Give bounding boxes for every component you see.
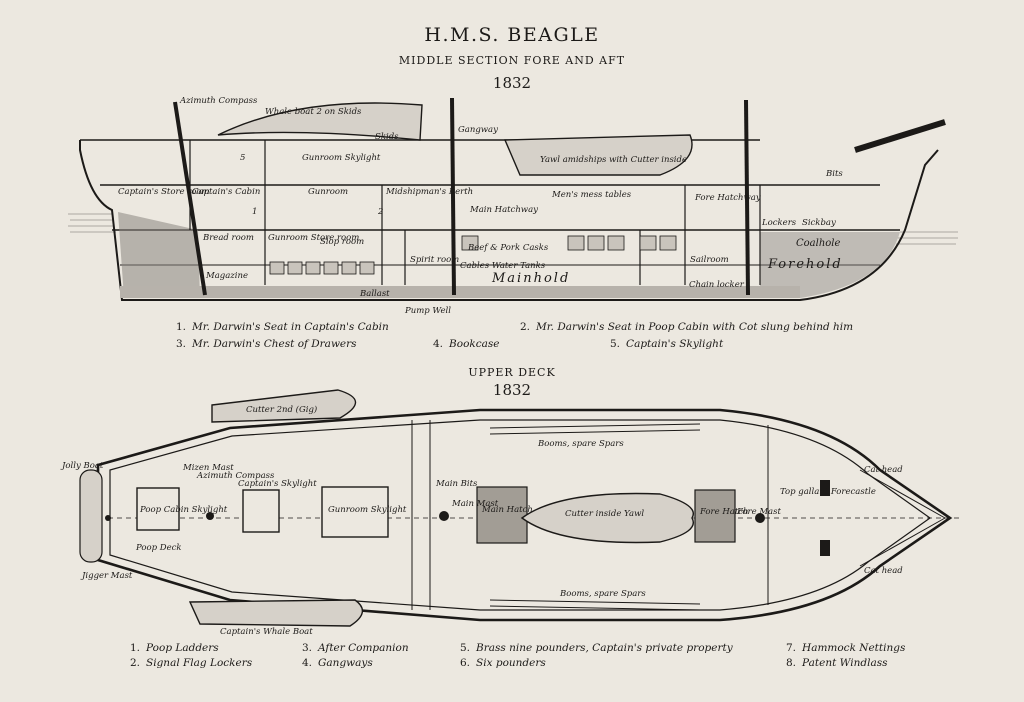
gunroom-skylight-box [321,486,389,538]
booms [489,423,701,611]
label-coalhole: Coalhole [796,238,840,249]
label-lockers: Lockers [761,218,797,228]
deck-label-main-hatch: Main Hatch [481,505,533,515]
deck-label-main-bits: Main Bits [435,479,478,489]
page-title: H.M.S. BEAGLE [424,24,600,46]
yawl-side [503,134,693,176]
legend-section-item-5: 5.Captain's Skylight [610,338,724,350]
deck-label-booms-top: Booms, spare Spars [537,439,624,449]
legend-deck-item-3: 3.After Companion [302,642,409,654]
label-ballast: Ballast [359,289,390,299]
label-fore-hatchway: Fore Hatchway [694,193,761,203]
deck-label-mizen-mast: Mizen Mast [182,463,234,473]
deck-label-fore-mast: Fore Mast [736,507,781,517]
whale-boat-side [217,102,423,141]
label-num2: 2 [377,207,383,217]
label-captains-store-room: Captain's Store room [118,187,210,197]
deck-label-jigger-mast: Jigger Mast [80,571,133,581]
legend-deck-item-6: 6.Six pounders [460,657,546,669]
label-mainhold: Mainhold [491,271,570,286]
poop-skylight [136,487,180,531]
deck-label-poop-cabin-skylight: Poop Cabin Skylight [139,505,228,515]
fore-hatch-box [694,489,736,543]
legend-deck-item-4: 4.Gangways [302,657,373,669]
label-forehold: Forehold [767,257,843,272]
label-gunroom-store-room: Gunroom Store room [268,233,359,243]
legend-deck-item-5: 5.Brass nine pounders, Captain's private… [460,642,733,654]
yawl-plan [520,492,694,544]
deck-label-cat-head-top: Cat head [864,465,903,475]
label-num5: 5 [240,153,245,163]
captains-skylight-box [242,489,280,533]
main-hatch-box [476,486,528,544]
label-num1: 1 [252,207,257,217]
label-beef-pork-casks: Beef & Pork Casks [467,243,549,253]
legend-section-item-4: 4.Bookcase [433,338,500,350]
deck-label-captains-skylight: Captain's Skylight [238,479,317,489]
upper-deck-year: 1832 [492,381,532,399]
label-slop-room: Slop room [320,237,364,247]
label-chain-locker: Chain locker [689,280,745,290]
upper-deck-title: UPPER DECK [468,366,556,379]
deck-label-gunroom-skylight: Gunroom Skylight [328,505,407,515]
casks [269,235,677,275]
legend-deck-item-7: 7.Hammock Nettings [786,642,906,654]
deck-label-main-mast: Main Mast [451,499,499,509]
label-cables-water-tanks: Cables Water Tanks [460,261,546,271]
legend-deck-item-8: 8.Patent Windlass [786,657,888,669]
deck-bowsprit [859,469,946,567]
deck-label-jolly-boat: Jolly Boat [60,461,104,471]
bow-shading [760,232,900,298]
label-sailroom: Sailroom [690,255,729,265]
deck-label-captains-whale-boat: Captain's Whale Boat [220,627,313,637]
bowsprit [854,119,946,153]
deck-label-poop-deck: Poop Deck [135,543,182,553]
label-pump-well: Pump Well [404,306,451,316]
label-magazine: Magazine [205,271,248,281]
label-skids: Skids [375,132,399,142]
deck-label-azimuth-compass: Azimuth Compass [196,471,275,481]
section-year: 1832 [492,74,532,92]
label-captains-cabin: Captain's Cabin [192,187,260,197]
water-lines [68,213,958,245]
legend-section-item-3: 3.Mr. Darwin's Chest of Drawers [176,338,357,350]
bulkheads [189,140,761,285]
whale-boat-plan [188,599,363,627]
deck-label-top-gallant-forecastle: Top gallant Forecastle [780,487,876,497]
windlass [820,480,830,556]
label-gangway: Gangway [458,125,498,135]
deck-label-cutter-inside-yawl: Cutter inside Yawl [565,509,644,519]
deck-label-fore-hatch: Fore Hatch [699,507,748,517]
label-bread-room: Bread room [202,233,254,243]
label-midshipmans-berth: Midshipman's Berth [385,187,473,197]
label-azimuth-compass: Azimuth Compass [179,96,258,106]
label-gunroom: Gunroom [308,187,348,197]
stern-shading [118,212,200,298]
deck-label-cutter-gig: Cutter 2nd (Gig) [246,404,317,415]
label-yawl-amidships: Yawl amidships with Cutter inside [540,155,687,165]
legend-deck-item-1: 1.Poop Ladders [130,642,219,654]
legend-section-item-1: 1.Mr. Darwin's Seat in Captain's Cabin [176,321,389,333]
label-sickbay: Sickbay [802,218,836,228]
deck-label-booms-bottom: Booms, spare Spars [559,589,646,599]
label-main-hatchway: Main Hatchway [469,205,538,215]
label-mens-mess-tables: Men's mess tables [551,190,632,200]
label-whale-boat: Whale boat 2 on Skids [265,107,362,117]
label-gunroom-skylight: Gunroom Skylight [302,153,381,163]
label-bits: Bits [825,169,843,179]
deck-label-cat-head-bottom: Cat head [864,566,903,576]
jolly-boat-plan [79,469,103,563]
ballast-band [120,286,800,298]
legend-deck-item-2: 2.Signal Flag Lockers [130,657,253,669]
legend-section-item-2: 2.Mr. Darwin's Seat in Poop Cabin with C… [520,321,854,333]
gig-boat [211,389,357,423]
label-spirit-room: Spirit room [410,255,459,265]
deck-masts [105,511,765,523]
section-subtitle: MIDDLE SECTION FORE AND AFT [398,54,626,67]
